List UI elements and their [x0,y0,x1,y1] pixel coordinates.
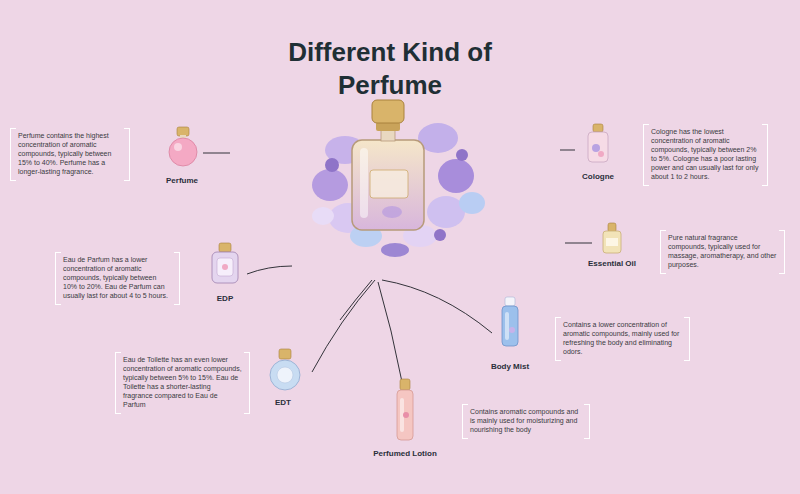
cologne-icon-part [588,132,608,162]
central-bottle-illustration-part [370,170,408,198]
description-box: Cologne has the lowest concentration of … [643,124,768,186]
cologne-icon [588,124,608,162]
perfumed-lotion-icon-part [400,379,410,390]
perfume-icon-part [177,127,189,136]
leader-lines-part [565,243,592,244]
edp-icon-part [212,252,238,283]
central-bottle-illustration-part [360,148,368,218]
description-box: Perfume contains the highest concentrati… [10,128,130,181]
perfume-icon [169,127,197,166]
description-box: Pure natural fragrance compounds, typica… [660,230,785,274]
description-text: Contains aromatic compounds and is mainl… [470,408,582,435]
body-mist-icon-part [505,312,509,340]
description-box: Eau de Parfum has a lower concentration … [55,252,180,305]
perfume-type-label: Essential Oil [588,259,636,268]
cologne-icon-part [592,144,600,152]
edt-icon [270,349,300,390]
leader-lines-part [378,282,402,382]
leader-lines-part [560,150,575,151]
edt-icon-part [277,367,293,383]
leader-lines-part [382,280,492,333]
leader-lines-part [247,266,292,274]
perfume-type-label: Perfume [166,176,198,185]
central-bottle-illustration-part [434,229,446,241]
perfume-type-label: Perfumed Lotion [373,449,437,458]
central-bottle-illustration-part [438,159,474,193]
central-bottle-illustration-part [459,192,485,214]
edp-icon-part [222,264,228,270]
central-bottle-illustration-part [382,206,402,218]
description-text: Contains a lower concentration of aromat… [563,321,682,357]
leader-lines-part [312,280,375,372]
leader-lines-part [203,153,230,154]
description-text: Eau de Parfum has a lower concentration … [63,256,172,301]
description-box: Contains a lower concentration of aromat… [555,317,690,361]
description-box: Eau de Toilette has an even lower concen… [115,352,250,414]
cologne-icon-part [593,124,603,132]
central-bottle-illustration-part [456,149,468,161]
body-mist-icon-part [505,297,515,306]
title: Different Kind of Perfume [255,36,525,102]
cologne-icon-part [598,151,604,157]
edp-icon-part [217,258,233,276]
central-bottle-illustration [312,100,485,257]
edt-icon-part [279,349,291,359]
central-bottle-illustration-part [325,158,339,172]
description-text: Eau de Toilette has an even lower concen… [123,356,242,410]
body-mist-icon-part [509,327,515,333]
perfumed-lotion-icon-part [397,390,413,440]
perfume-type-label: EDT [275,398,291,407]
body-mist-icon [502,297,518,346]
perfume-type-label: EDP [217,294,233,303]
central-bottle-illustration-part [312,169,348,201]
edt-icon-part [270,360,300,390]
essential-oil-icon [603,223,621,253]
essential-oil-icon-part [603,231,621,253]
body-mist-icon-part [502,306,518,346]
perfume-type-label: Body Mist [491,362,529,371]
perfume-icon-part [169,138,197,166]
edp-icon-part [219,243,231,252]
description-box: Contains aromatic compounds and is mainl… [462,404,590,439]
perfumed-lotion-icon [397,379,413,440]
central-bottle-illustration-part [352,140,424,230]
description-text: Cologne has the lowest concentration of … [651,128,760,182]
central-bottle-illustration-part [381,243,409,257]
description-text: Pure natural fragrance compounds, typica… [668,234,777,270]
leader-lines-part [340,280,372,320]
central-bottle-illustration-part [372,100,404,123]
essential-oil-icon-part [606,238,618,246]
perfumed-lotion-icon-part [403,412,409,418]
leader-lines [203,150,592,382]
description-text: Perfume contains the highest concentrati… [18,132,122,177]
central-bottle-illustration-part [312,207,334,225]
edp-icon [212,243,238,283]
perfume-icon-part [174,143,182,151]
perfume-type-label: Cologne [582,172,614,181]
central-bottle-illustration-part [381,130,395,141]
